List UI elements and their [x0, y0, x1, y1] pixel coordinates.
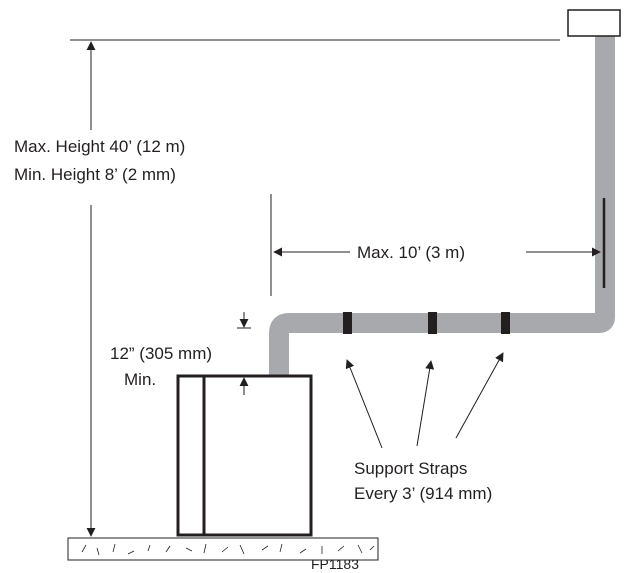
strap-pointer-1 — [345, 359, 383, 449]
support-straps-spacing-label: Every 3’ (914 mm) — [354, 484, 492, 503]
appliance-unit — [176, 374, 313, 537]
floor-hatching — [81, 543, 375, 556]
vent-terminal-cap — [567, 9, 621, 37]
height-max-label: Max. Height 40’ (12 m) — [14, 137, 185, 156]
horizontal-max-label: Max. 10’ (3 m) — [357, 243, 465, 262]
support-strap-1 — [343, 312, 352, 334]
clearance-min-label: Min. — [124, 370, 156, 389]
vent-pipe — [269, 35, 615, 376]
strap-pointer-2 — [416, 360, 435, 447]
clearance-value-label: 12” (305 mm) — [110, 344, 212, 363]
height-min-label: Min. Height 8’ (2 mm) — [14, 165, 176, 184]
support-straps-label: Support Straps — [354, 459, 467, 478]
support-strap-3 — [501, 312, 510, 334]
floor-slab — [67, 537, 379, 561]
support-strap-2 — [428, 312, 437, 334]
figure-code: FP1183 — [311, 556, 359, 572]
strap-pointer-3 — [455, 352, 504, 439]
